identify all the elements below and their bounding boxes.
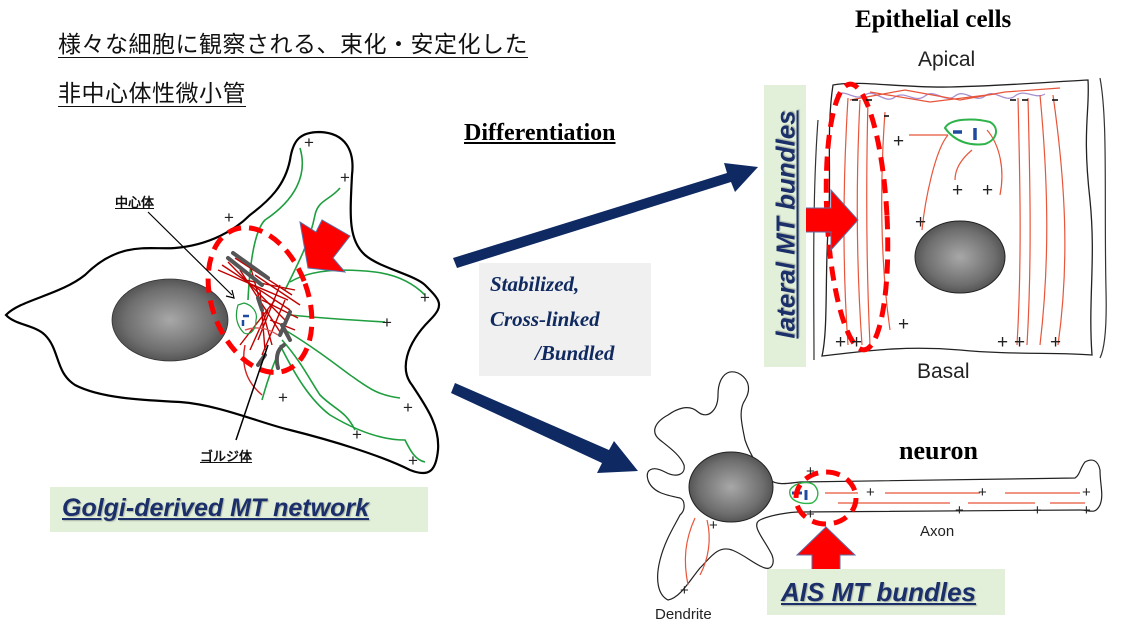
left-red-arrow	[299, 219, 351, 273]
axon-microtubules	[684, 492, 1085, 586]
process-line-2: Cross-linked	[490, 307, 600, 331]
basal-label: Basal	[917, 360, 970, 383]
neuron-cell	[646, 371, 1103, 601]
epithelial-centrosome	[943, 118, 997, 146]
process-label-box: Stabilized, Cross-linked /Bundled	[479, 263, 651, 376]
plus-mark: +	[952, 180, 964, 201]
plus-mark: +	[915, 212, 927, 233]
apical-label: Apical	[918, 48, 976, 71]
lateral-bundles-label-box: lateral MT bundles	[764, 85, 806, 367]
epithelial-red-arrow	[802, 188, 859, 252]
left-red-microtubule-tangle	[217, 257, 301, 396]
differentiation-label: Differentiation	[464, 120, 616, 146]
plus-mark: +	[224, 208, 234, 227]
plus-mark: +	[408, 451, 418, 470]
plus-mark: +	[680, 582, 689, 599]
process-line-1: Stabilized,	[490, 272, 580, 296]
axon-label: Axon	[920, 523, 955, 540]
plus-mark: +	[893, 131, 905, 152]
golgi-network-label: Golgi-derived MT network	[62, 494, 369, 522]
left-nucleus	[111, 278, 229, 362]
arrow-to-neuron	[451, 383, 638, 473]
plus-mark: +	[403, 398, 413, 417]
epithelial-nucleus	[914, 220, 1006, 294]
plus-mark: +	[851, 332, 863, 353]
lateral-bundles-label: lateral MT bundles	[770, 110, 801, 339]
plus-mark: +	[835, 332, 847, 353]
plus-mark: +	[352, 425, 362, 444]
arrow-to-epithelial	[453, 163, 758, 268]
plus-mark: +	[978, 484, 987, 501]
plus-mark: +	[806, 463, 815, 480]
golgi-pointer	[235, 344, 269, 441]
centrosome-label: 中心体	[115, 196, 155, 211]
epithelial-title: Epithelial cells	[855, 6, 1012, 33]
centrosome-pointer	[147, 211, 233, 296]
plus-mark: +	[1014, 332, 1026, 353]
epithelial-microtubules	[843, 87, 1066, 346]
plus-mark: +	[278, 388, 288, 407]
title-line-2: 非中心体性微小管	[58, 81, 246, 107]
neuron-highlight-circle	[793, 469, 859, 527]
plus-mark: +	[955, 502, 964, 519]
plus-mark: +	[420, 288, 430, 307]
plus-mark: +	[709, 517, 718, 534]
neuron-title: neuron	[899, 436, 978, 465]
differentiation-arrows	[451, 163, 758, 473]
plus-mark: +	[806, 506, 815, 523]
title-line-1: 様々な細胞に観察される、束化・安定化した	[58, 32, 528, 58]
left-cell	[4, 130, 441, 475]
left-centrosome	[235, 302, 257, 335]
golgi-network-label-box: Golgi-derived MT network	[50, 487, 428, 532]
neuron-membrane	[646, 371, 1103, 601]
centrosome-pointer-head	[225, 289, 235, 299]
plus-mark: +	[304, 133, 314, 152]
epithelial-cell	[802, 77, 1107, 361]
plus-mark: +	[982, 180, 994, 201]
epithelial-polarity-marks	[852, 99, 1058, 117]
dendrite-label: Dendrite	[655, 606, 712, 623]
epithelial-highlight-ellipse	[823, 81, 891, 353]
plus-mark: +	[1082, 502, 1091, 519]
ais-bundles-label: AIS MT bundles	[781, 577, 976, 607]
plus-mark: +	[997, 332, 1009, 353]
left-highlight-ellipse	[205, 225, 315, 375]
neuron-centrosome	[789, 481, 819, 505]
plus-mark: +	[1082, 484, 1091, 501]
plus-mark: +	[898, 314, 910, 335]
plus-mark: +	[1050, 332, 1062, 353]
golgi-label: ゴルジ体	[200, 450, 253, 465]
neuron-nucleus	[688, 451, 774, 523]
plus-mark: +	[382, 313, 392, 332]
epithelial-membrane	[821, 79, 1093, 357]
plus-mark: +	[1033, 502, 1042, 519]
process-line-3: /Bundled	[535, 341, 615, 365]
ais-bundles-label-box: AIS MT bundles	[767, 569, 1005, 615]
plus-mark: +	[340, 168, 350, 187]
plus-mark: +	[866, 484, 875, 501]
